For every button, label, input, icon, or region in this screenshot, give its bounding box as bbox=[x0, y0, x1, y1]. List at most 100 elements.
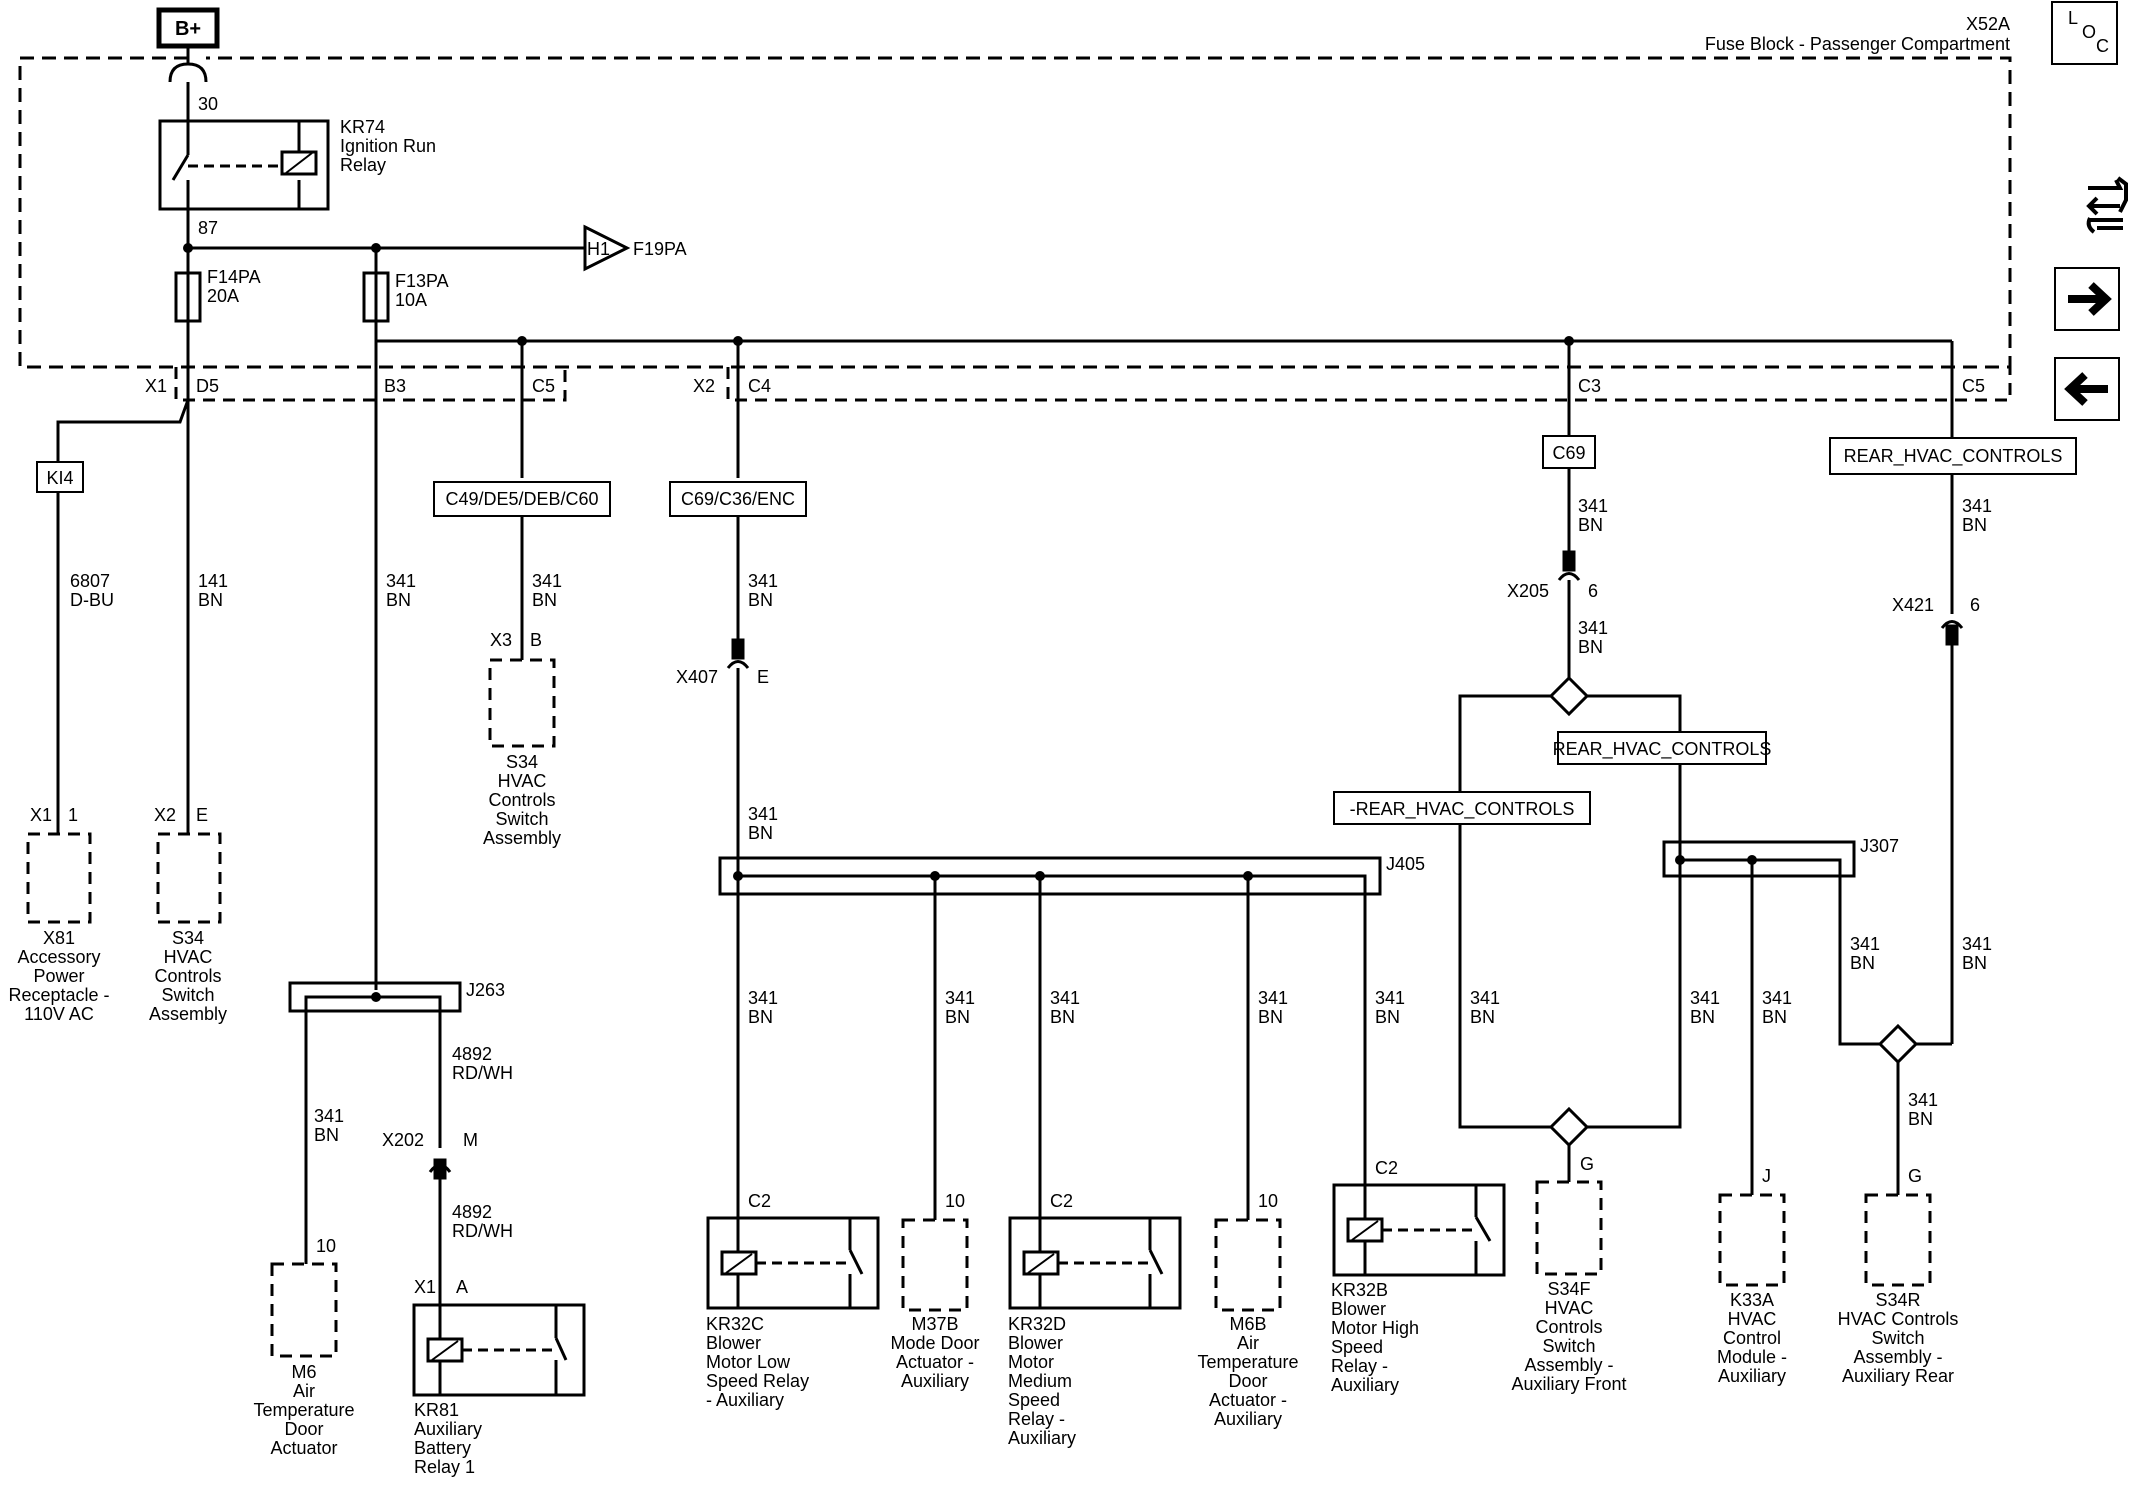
s34f-name-line: Auxiliary Front bbox=[1511, 1374, 1626, 1394]
wire-341-kr32c-color: BN bbox=[748, 1007, 773, 1027]
kr32b-pin: C2 bbox=[1375, 1158, 1398, 1178]
m6b-name-line: Door bbox=[1228, 1371, 1267, 1391]
component-s34-a bbox=[156, 832, 222, 924]
m6b-name-line: Auxiliary bbox=[1214, 1409, 1282, 1429]
kr32c-pin: C2 bbox=[748, 1191, 771, 1211]
splice-diamond-top bbox=[1548, 675, 1590, 717]
x81-name-line: X81 bbox=[43, 928, 75, 948]
loc-l: L bbox=[2068, 8, 2078, 28]
option-c69-label: C69 bbox=[1552, 443, 1585, 463]
kr32b-name-line: Motor High bbox=[1331, 1318, 1419, 1338]
option-c69enc bbox=[669, 481, 807, 517]
s34a-conn: X2 bbox=[154, 805, 176, 825]
wire-341-kr32c-num: 341 bbox=[748, 988, 778, 1008]
loc-c: C bbox=[2096, 36, 2109, 56]
splice-j405-label: J405 bbox=[1386, 854, 1425, 874]
option-rear-controls bbox=[1829, 437, 2077, 475]
wire-6807-num: 6807 bbox=[70, 571, 110, 591]
s34a-name-line: S34 bbox=[172, 928, 204, 948]
kr32d-name-line: KR32D bbox=[1008, 1314, 1066, 1334]
s34b-name-line: HVAC bbox=[498, 771, 547, 791]
component-x81 bbox=[26, 832, 92, 924]
connector-x1-outline bbox=[174, 367, 567, 402]
wire-6807-color: D-BU bbox=[70, 590, 114, 610]
component-s34f bbox=[1535, 1180, 1603, 1276]
connector-x2-outline bbox=[726, 367, 2012, 402]
wire-341-x421-num: 341 bbox=[1962, 934, 1992, 954]
component-m6 bbox=[270, 1262, 338, 1358]
s34r-name-line: Assembly - bbox=[1853, 1347, 1942, 1367]
wire-4892-b-color: RD/WH bbox=[452, 1221, 513, 1241]
loc-button[interactable] bbox=[2051, 1, 2118, 65]
kr81-name-line: KR81 bbox=[414, 1400, 459, 1420]
wire-341-c4-num: 341 bbox=[748, 571, 778, 591]
conn-c4: C4 bbox=[748, 376, 771, 396]
m37b-name-line: Mode Door bbox=[890, 1333, 979, 1353]
s34b-conn: X3 bbox=[490, 630, 512, 650]
k33a-name-line: HVAC bbox=[1728, 1309, 1777, 1329]
relay-kr74-name-2: Relay bbox=[340, 155, 386, 175]
wire-4892-b-num: 4892 bbox=[452, 1202, 492, 1222]
m6-name-line: Temperature bbox=[253, 1400, 354, 1420]
s34r-name-line: Switch bbox=[1871, 1328, 1924, 1348]
offpage-h1-triangle bbox=[583, 224, 631, 272]
wire-341-k33a-num: 341 bbox=[1762, 988, 1792, 1008]
m6b-name-line: Air bbox=[1237, 1333, 1259, 1353]
wire-341-k33a-color: BN bbox=[1762, 1007, 1787, 1027]
kr32b-name-line: Relay - bbox=[1331, 1356, 1388, 1376]
wire-341-c5-color: BN bbox=[532, 590, 557, 610]
component-m6b bbox=[1214, 1218, 1282, 1312]
s34r-name-line: Auxiliary Rear bbox=[1842, 1366, 1954, 1386]
block-id: X52A bbox=[1966, 14, 2010, 34]
splice-j263-label: J263 bbox=[466, 980, 505, 1000]
s34r-pin: G bbox=[1908, 1166, 1922, 1186]
kr32d-name-line: Blower bbox=[1008, 1333, 1063, 1353]
s34f-name-line: HVAC bbox=[1545, 1298, 1594, 1318]
wire-341-c5b-num: 341 bbox=[1962, 496, 1992, 516]
m6-pin: 10 bbox=[316, 1236, 336, 1256]
k33a-name-line: Auxiliary bbox=[1718, 1366, 1786, 1386]
wire-341-b3-color: BN bbox=[386, 590, 411, 610]
relay-kr32b bbox=[1332, 1183, 1506, 1277]
kr32b-name-line: Auxiliary bbox=[1331, 1375, 1399, 1395]
wire-341-front-left-num: 341 bbox=[1470, 988, 1500, 1008]
m6-name-line: M6 bbox=[291, 1362, 316, 1382]
wire-341-front-right-color: BN bbox=[1690, 1007, 1715, 1027]
m6-name-line: Air bbox=[293, 1381, 315, 1401]
m37b-name-line: Actuator - bbox=[896, 1352, 974, 1372]
kr32c-name-line: Blower bbox=[706, 1333, 761, 1353]
m6-name-line: Actuator bbox=[270, 1438, 337, 1458]
s34a-name-line: Controls bbox=[154, 966, 221, 986]
inline-x407: X407 bbox=[676, 667, 718, 687]
option-c49-label: C49/DE5/DEB/C60 bbox=[445, 489, 598, 509]
s34b-name-line: S34 bbox=[506, 752, 538, 772]
wire-4892-a-color: RD/WH bbox=[452, 1063, 513, 1083]
m37b-pin: 10 bbox=[945, 1191, 965, 1211]
component-k33a bbox=[1718, 1193, 1786, 1287]
kr32d-pin: C2 bbox=[1050, 1191, 1073, 1211]
kr32b-name-line: Speed bbox=[1331, 1337, 1383, 1357]
option-rear-label: REAR_HVAC_CONTROLS bbox=[1844, 446, 2063, 467]
offpage-label: F19PA bbox=[633, 239, 687, 259]
kr81-pin: A bbox=[456, 1277, 468, 1297]
x81-conn: X1 bbox=[30, 805, 52, 825]
schematic-tools-icon[interactable] bbox=[2086, 176, 2128, 234]
wire-341-j307-num: 341 bbox=[1850, 934, 1880, 954]
kr32d-name-line: Motor bbox=[1008, 1352, 1054, 1372]
k33a-pin: J bbox=[1762, 1166, 1771, 1186]
inline-x407-pin: E bbox=[757, 667, 769, 687]
s34a-name-line: HVAC bbox=[164, 947, 213, 967]
conn-d5: D5 bbox=[196, 376, 219, 396]
wire-341-c4-color: BN bbox=[748, 590, 773, 610]
wire-341-kr32b-color: BN bbox=[1375, 1007, 1400, 1027]
inline-x421-pin: 6 bbox=[1970, 595, 1980, 615]
loc-o: O bbox=[2082, 22, 2096, 42]
kr32c-name-line: - Auxiliary bbox=[706, 1390, 784, 1410]
